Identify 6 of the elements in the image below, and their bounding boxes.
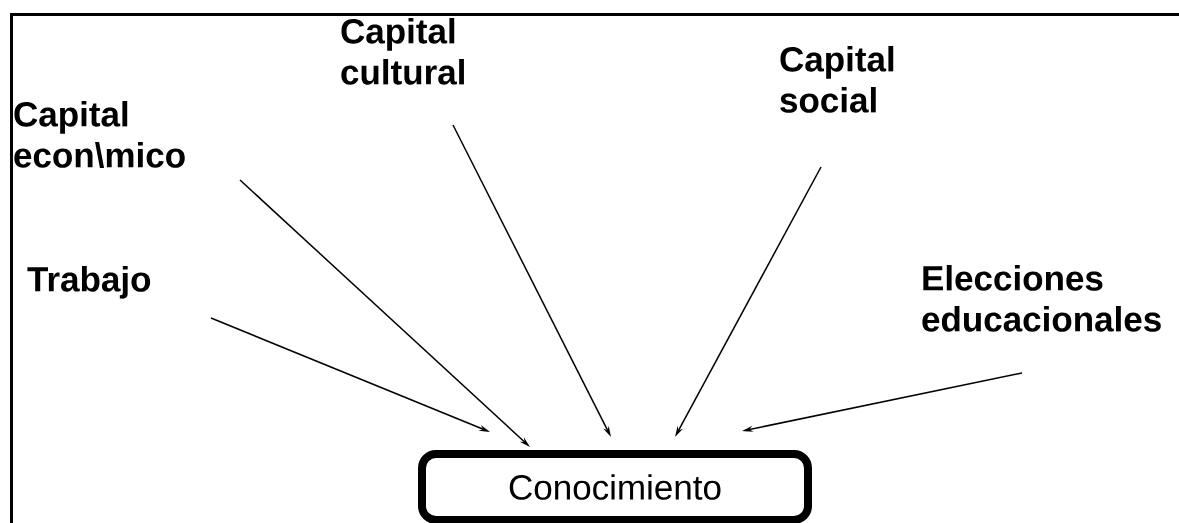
label-text: Capital cultural: [341, 18, 464, 85]
rounded-box: Conocimiento: [418, 450, 812, 523]
label-text: Capital econ\mico: [14, 101, 185, 169]
label-text: Capital social: [780, 46, 894, 113]
label-text: Elecciones educacionales: [922, 265, 1161, 332]
label-text: Trabajo: [27, 266, 151, 299]
